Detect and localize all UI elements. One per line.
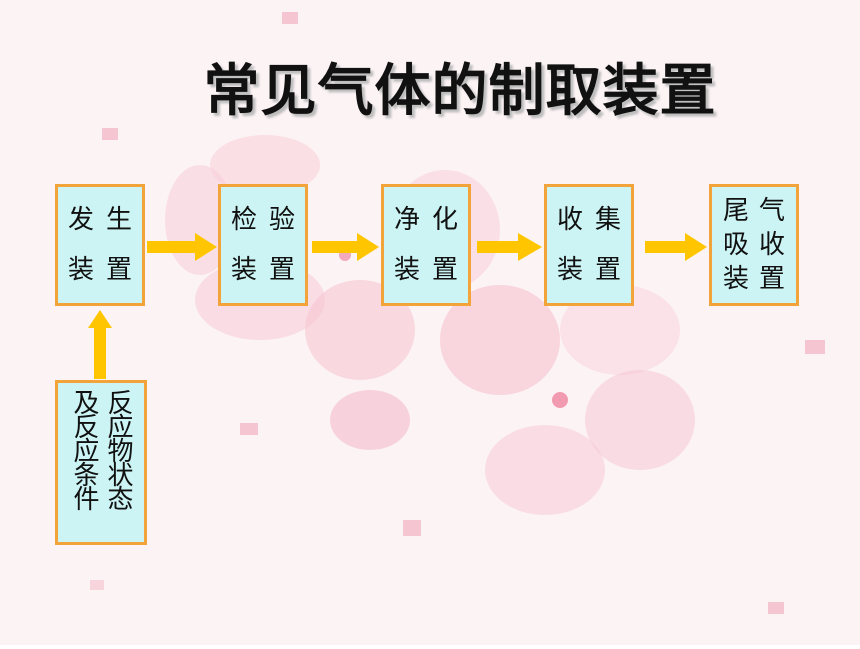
box-label-line: 装置 xyxy=(722,264,795,294)
arrow-generation-to-inspection xyxy=(147,233,217,261)
arrow-input-to-generation xyxy=(88,310,112,379)
box-label-line: 装置 xyxy=(394,255,471,285)
arrow-inspection-to-purification xyxy=(312,233,379,261)
box-label-line: 发生 xyxy=(68,205,145,235)
box-label-line: 装置 xyxy=(231,255,308,285)
page-title: 常见气体的制取装置 xyxy=(203,59,717,124)
box-label-line: 检验 xyxy=(231,205,308,235)
box-label-line: 装置 xyxy=(68,255,145,285)
box-label-line: 装置 xyxy=(557,255,634,285)
arrow-collection-to-absorption xyxy=(645,233,707,261)
arrow-purification-to-collection xyxy=(477,233,542,261)
tail-gas-absorption-box: 尾气 吸收 装置 xyxy=(709,184,799,306)
box-label-line: 收集 xyxy=(557,205,634,235)
generation-apparatus-box: 发生 装置 xyxy=(55,184,145,306)
reactant-state-column: 反应物状态 xyxy=(103,389,133,509)
collection-apparatus-box: 收集 装置 xyxy=(544,184,634,306)
box-label-line: 吸收 xyxy=(722,230,795,260)
box-label-line: 尾气 xyxy=(722,196,795,226)
box-label-line: 净化 xyxy=(394,205,471,235)
reaction-conditions-column: 及反应条件 xyxy=(69,389,99,509)
purification-apparatus-box: 净化 装置 xyxy=(381,184,471,306)
inspection-apparatus-box: 检验 装置 xyxy=(218,184,308,306)
reactant-state-conditions-box: 反应物状态 及反应条件 xyxy=(55,380,147,545)
